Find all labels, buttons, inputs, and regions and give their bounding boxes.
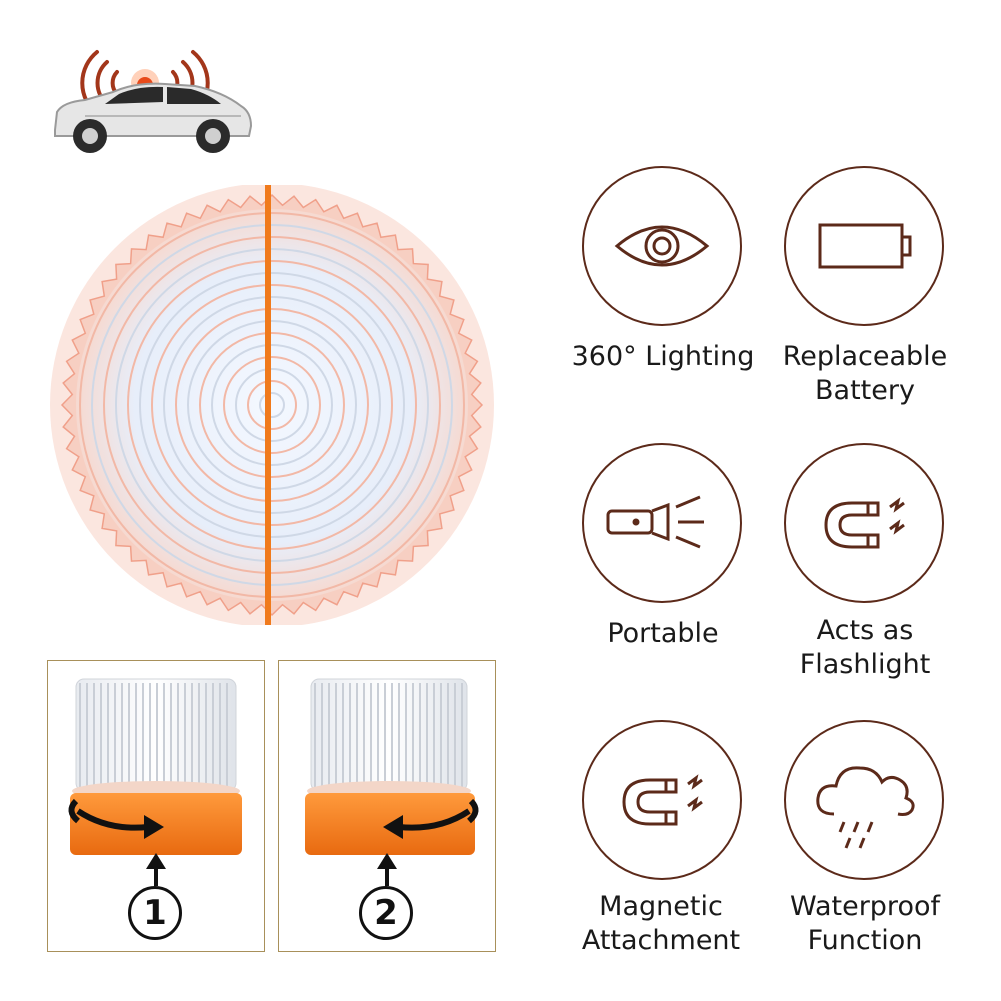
car-illustration	[45, 30, 260, 165]
rain-cloud-icon	[816, 766, 915, 849]
feature-battery-label: Replaceable Battery	[782, 341, 948, 406]
flashlight-icon	[606, 495, 704, 549]
feature-battery-circle	[784, 166, 944, 326]
feature-waterproof-label: Waterproof Function	[789, 891, 940, 956]
eye-icon	[614, 225, 710, 267]
feature-magnetic-label: Magnetic Attachment	[581, 891, 741, 956]
beacon-lens-top-view	[45, 183, 500, 627]
install-step-2-panel: 2	[278, 660, 496, 952]
feature-waterproof-circle	[784, 720, 944, 880]
feature-lighting-circle	[582, 166, 742, 326]
feature-lighting-label: 360° Lighting	[571, 341, 755, 372]
magnet-icon	[824, 497, 905, 549]
feature-flashlight-label: Acts as Flashlight	[799, 615, 931, 680]
feature-portable-label: Portable	[607, 618, 719, 649]
battery-icon	[818, 223, 912, 269]
feature-portable-circle	[582, 443, 742, 603]
step-number-badge: 2	[359, 886, 413, 940]
feature-flashlight-circle	[784, 443, 944, 603]
install-step-1-panel: 1	[47, 660, 265, 952]
step-number-badge: 1	[128, 886, 182, 940]
feature-magnetic-circle	[582, 720, 742, 880]
magnet-icon	[622, 774, 703, 826]
